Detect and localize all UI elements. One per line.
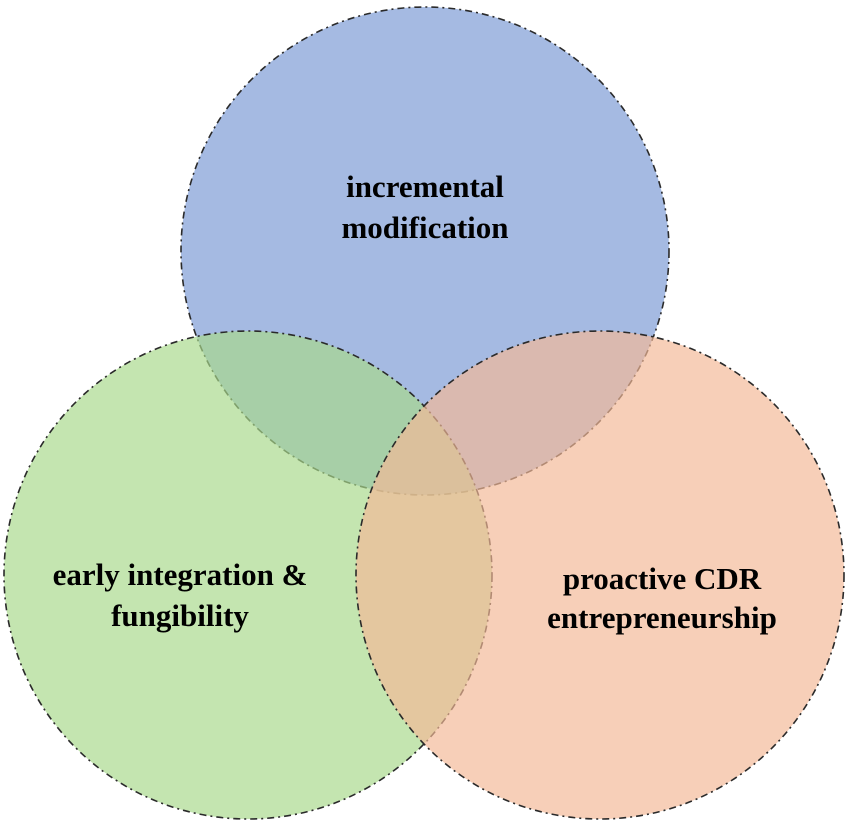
set-label-top-line-2: modification xyxy=(341,210,508,245)
set-label-right-line-1: proactive CDR xyxy=(563,561,762,596)
set-labels: incremental modification early integrati… xyxy=(53,169,777,635)
set-label-top-line-1: incremental xyxy=(346,169,504,204)
set-label-left-line-2: fungibility xyxy=(111,598,249,633)
set-label-left-line-1: early integration & xyxy=(53,557,308,592)
set-circles xyxy=(3,6,845,820)
set-label-right-line-2: entrepreneurship xyxy=(547,600,777,635)
set-circle-proactive-cdr xyxy=(355,330,845,820)
